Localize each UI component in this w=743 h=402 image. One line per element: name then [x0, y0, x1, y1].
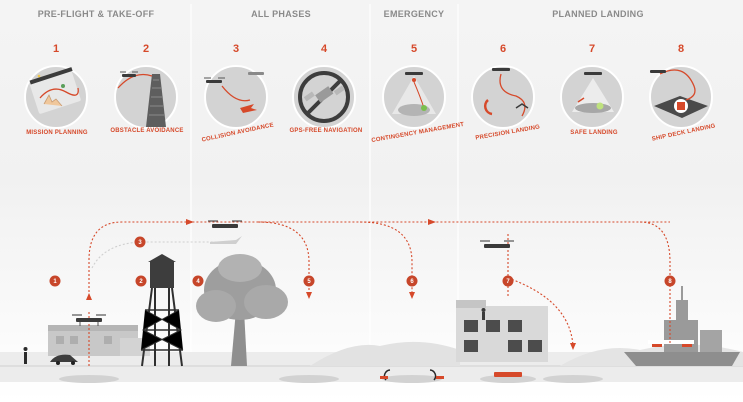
drone-icon: [480, 240, 514, 248]
svg-text:6: 6: [410, 279, 414, 285]
caption-safe-landing: SAFE LANDING: [570, 130, 618, 136]
path-badge-4: 4: [192, 275, 204, 287]
step-number-4: 4: [321, 43, 328, 55]
step-number-1: 1: [53, 43, 59, 55]
path-badges: 1 2 3 4 5 6 7 8: [49, 236, 676, 287]
path-badge-2: 2: [135, 275, 147, 287]
svg-text:7: 7: [506, 279, 510, 285]
caption-obstacle-avoidance: OBSTACLE AVOIDANCE: [110, 128, 183, 134]
landed-drone-icon: [494, 372, 522, 377]
safe-landing-icon: [560, 65, 624, 129]
flight-drones: [72, 220, 522, 381]
landing-building: [456, 300, 548, 362]
svg-text:8: 8: [668, 279, 672, 285]
flight-paths: [88, 221, 671, 366]
precision-landing-icon: [471, 65, 535, 129]
step-number-3: 3: [233, 43, 239, 55]
contingency-management-icon: [382, 65, 446, 129]
phase-header-all-phases: ALL PHASES: [251, 9, 311, 19]
landing-pad-markers: [383, 369, 437, 381]
step-number-5: 5: [411, 43, 417, 55]
obstacle-avoidance-icon: [114, 65, 178, 129]
svg-text:5: 5: [307, 279, 311, 285]
phase-header-preflight: PRE-FLIGHT & TAKE-OFF: [38, 9, 155, 19]
svg-text:1: 1: [53, 279, 57, 285]
phase-header-emergency: EMERGENCY: [384, 9, 445, 19]
path-badge-1: 1: [49, 275, 61, 287]
drone-icon: [208, 220, 242, 228]
water-tower: [140, 254, 184, 367]
capability-icons: [24, 65, 713, 129]
path-arrows: [86, 219, 576, 350]
step-number-8: 8: [678, 43, 684, 55]
path-badge-5a: 5: [303, 275, 315, 287]
svg-text:4: 4: [196, 279, 200, 285]
large-tree: [196, 254, 288, 366]
phase-header-planned-landing: PLANNED LANDING: [552, 9, 644, 19]
mission-planning-icon: [24, 65, 88, 129]
ship-deck-landing-icon: [649, 65, 713, 129]
svg-text:2: 2: [139, 279, 143, 285]
step-number-6: 6: [500, 43, 506, 55]
aircraft-icon: [210, 236, 242, 244]
drone-icon: [72, 314, 106, 326]
caption-mission-planning: MISSION PLANNING: [26, 130, 88, 136]
step-numbers: 1 2 3 4 5 6 7 8: [53, 43, 684, 55]
collision-avoidance-icon: [204, 65, 268, 129]
path-badge-7: 7: [502, 275, 514, 287]
path-badge-8: 8: [664, 275, 676, 287]
caption-gps-free-navigation: GPS-FREE NAVIGATION: [290, 128, 363, 134]
airfield-building: [23, 325, 150, 365]
svg-text:3: 3: [138, 240, 142, 246]
gps-free-navigation-icon: [292, 65, 356, 129]
step-number-7: 7: [589, 43, 595, 55]
path-badge-3: 3: [134, 236, 146, 248]
phase-headers: PRE-FLIGHT & TAKE-OFF ALL PHASES EMERGEN…: [38, 9, 644, 19]
step-number-2: 2: [143, 43, 149, 55]
path-badge-5b: 6: [406, 275, 418, 287]
